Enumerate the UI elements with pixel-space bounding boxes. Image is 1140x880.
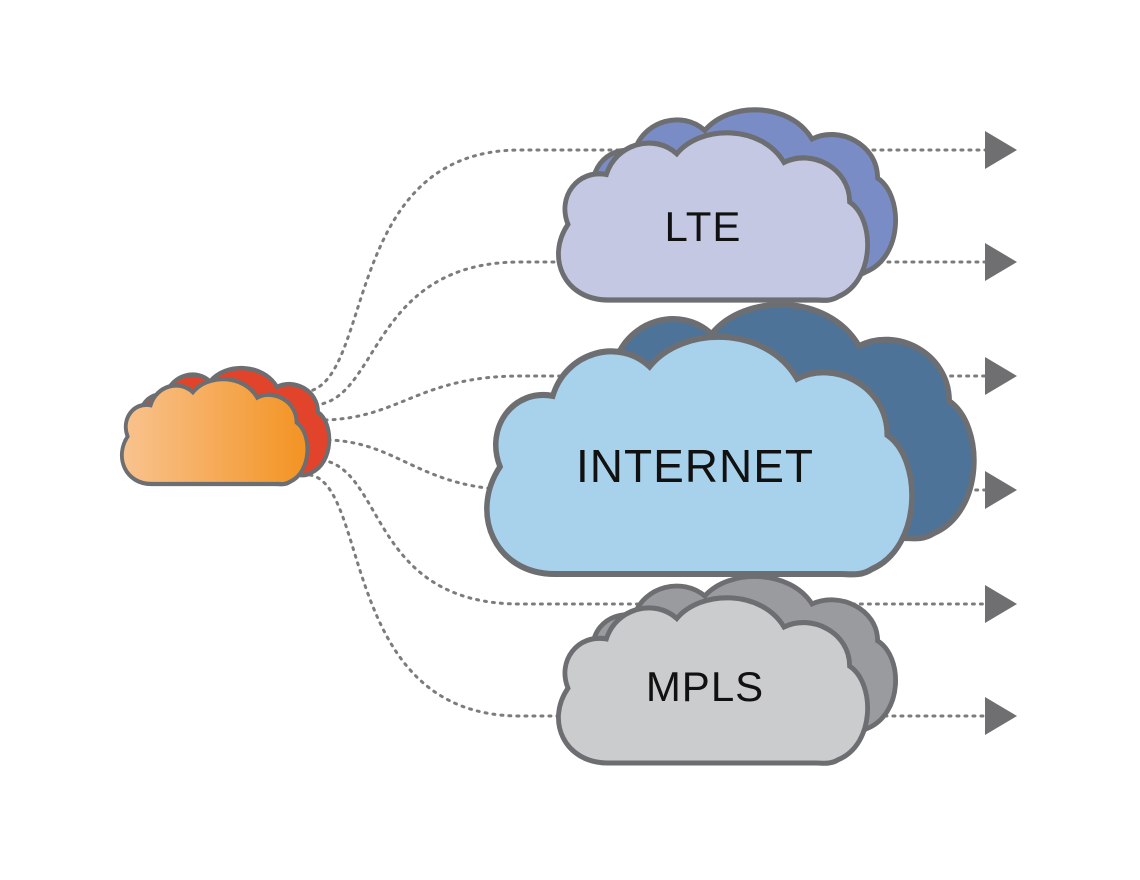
arrow-head-1: [985, 131, 1017, 169]
arrow-head-6: [985, 697, 1017, 735]
arrow-head-4: [985, 471, 1017, 509]
connector-line-5: [320, 458, 987, 606]
connector-lines: [303, 148, 987, 718]
cloud-lte-label: LTE: [665, 203, 742, 250]
arrow-head-3: [985, 357, 1017, 395]
cloud-internet-label: INTERNET: [576, 440, 814, 492]
cloud-mpls: MPLS: [558, 577, 895, 764]
cloud-lte: LTE: [558, 110, 895, 300]
arrow-head-5: [985, 585, 1017, 623]
connector-line-1: [303, 148, 987, 394]
source-cloud: [122, 368, 329, 484]
arrow-heads: [985, 131, 1017, 735]
connector-line-3: [323, 374, 987, 422]
connector-line-6: [308, 473, 987, 718]
cloud-internet: INTERNET: [487, 305, 974, 575]
source-cloud-front: [122, 379, 307, 484]
cloud-mpls-label: MPLS: [646, 663, 764, 710]
connector-line-4: [326, 438, 987, 492]
connector-line-2: [313, 260, 987, 407]
arrow-head-2: [985, 243, 1017, 281]
